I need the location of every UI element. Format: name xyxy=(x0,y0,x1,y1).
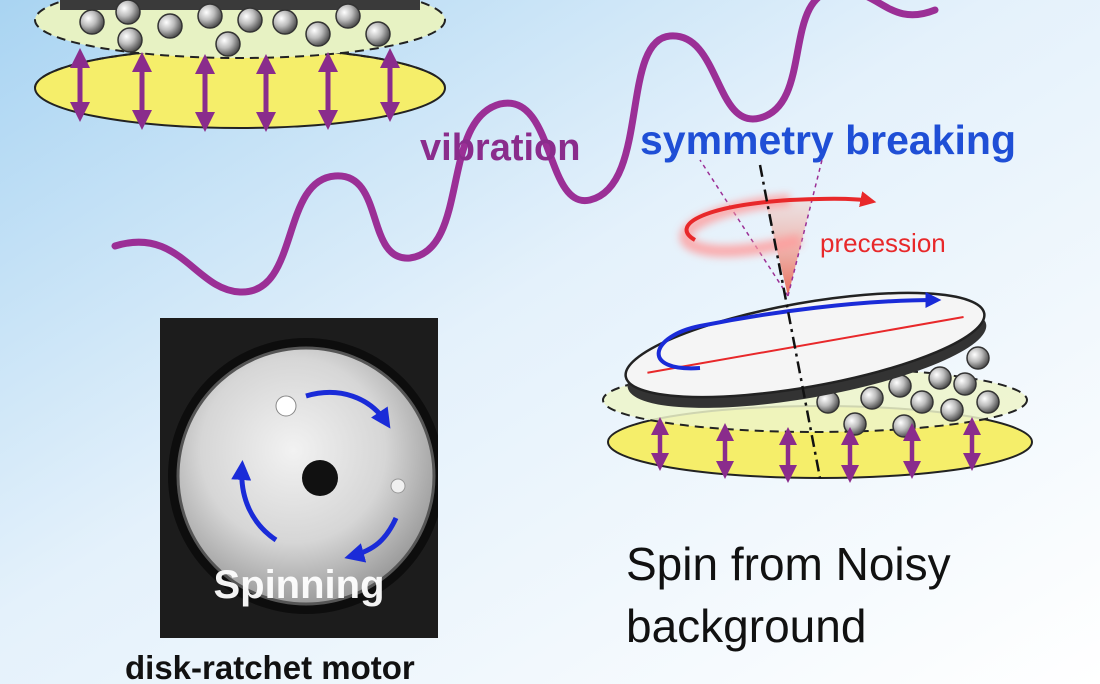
spinning-label: Spinning xyxy=(213,563,384,607)
symmetry-breaking-label: symmetry breaking xyxy=(640,117,1016,163)
rotation-arrow-icon xyxy=(305,390,391,429)
rotation-arrow-icon xyxy=(344,516,399,563)
disk-edge xyxy=(60,0,420,10)
precession-arrow-icon xyxy=(684,191,877,242)
precession-setup xyxy=(602,159,1033,483)
vibration-label: vibration xyxy=(420,127,580,169)
rotation-arrow-icon xyxy=(231,460,278,543)
motor-photo: Spinning xyxy=(160,318,438,638)
precession-label: precession xyxy=(820,228,946,258)
tilted-disk xyxy=(624,291,987,408)
vibration-arrows-top xyxy=(70,48,400,132)
spin-arrow-icon xyxy=(656,292,942,371)
shaker-stack-top-left xyxy=(34,0,446,132)
center-hole xyxy=(302,460,338,496)
ball-icon-group xyxy=(79,0,391,57)
vibration-wave xyxy=(111,0,939,296)
ball-icon xyxy=(275,395,297,417)
motor-caption: disk-ratchet motor xyxy=(125,649,415,684)
ball-icon-group-right xyxy=(816,346,1000,438)
ball-icon xyxy=(390,478,406,494)
spin-caption-line1: Spin from Noisy xyxy=(626,538,951,590)
rotation-axis xyxy=(758,164,822,479)
vibration-arrows-right xyxy=(651,417,981,483)
motor-photo-drawing: Spinning xyxy=(160,318,438,638)
spin-caption-line2: background xyxy=(626,600,866,652)
